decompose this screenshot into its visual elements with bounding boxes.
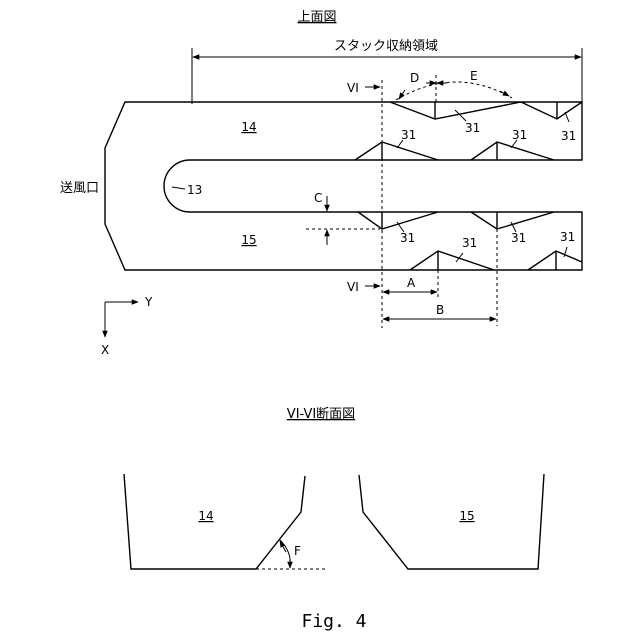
part-15-label: 15 [241,233,256,247]
dim-d-label: D [410,71,419,85]
axis-y-label: Y [144,295,153,309]
fins-upper-bottom [355,142,554,160]
fin-label: 31 [512,128,527,142]
section-duct-14 [124,474,305,569]
dim-a-label: A [407,276,416,290]
fin-label: 31 [465,121,480,135]
section-mark-top: VI [347,81,359,95]
dim-b-label: B [436,303,444,317]
fin-label: 31 [560,230,575,244]
fin-leaders [397,110,569,262]
axis-indicator: Y X [101,295,153,357]
figure-caption: Fig. 4 [301,611,366,632]
section-part-15-label: 15 [459,509,474,523]
axis-x-label: X [101,343,109,357]
section-duct-15 [359,474,544,569]
angle-f: F [256,540,326,569]
fin-label: 31 [401,128,416,142]
fin-label: 31 [561,129,576,143]
dim-e-label: E [470,69,478,83]
stack-area-dimension: スタック収納領域 [192,37,582,104]
stack-area-label: スタック収納領域 [334,38,438,54]
fin-label: 31 [511,231,526,245]
part-14-label: 14 [241,120,256,134]
fins-lower-top [358,212,554,229]
air-outlet-label: 送風口 [60,181,99,196]
dim-d-e: D E [396,69,512,102]
section-mark-bottom: VI [347,280,359,294]
fin-labels: 31 31 31 31 31 31 31 31 [400,121,576,250]
section-part-14-label: 14 [198,509,213,523]
part-13-label: 13 [187,183,202,197]
section-line-vi: VI VI [347,80,382,328]
dim-c-label: C [314,191,322,205]
fins-upper-top [390,102,582,119]
section-view-title: VI-VI断面図 [287,407,355,422]
fins-lower-bottom [410,251,582,270]
dim-c: C [306,191,380,245]
top-view-title: 上面図 [297,10,336,25]
fin-label: 31 [462,236,477,250]
fin-label: 31 [400,231,415,245]
angle-f-label: F [294,544,301,558]
